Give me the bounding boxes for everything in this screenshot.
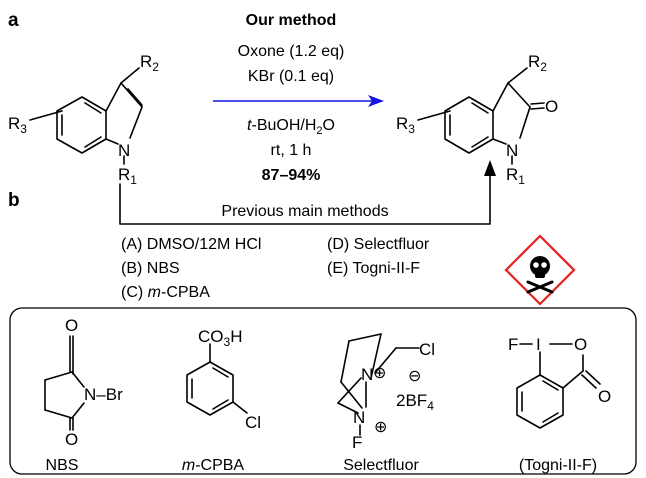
togni-structure: F I O O (Togni-II-F) xyxy=(508,335,611,474)
method-c: (C) m-CPBA xyxy=(121,284,210,301)
selectfluor-plus-bottom: ⊕ xyxy=(374,419,387,436)
method-e: (E) Togni-II-F xyxy=(327,260,420,277)
method-a: (A) DMSO/12M HCl xyxy=(121,236,261,253)
selectfluor-caption: Selectfluor xyxy=(343,457,419,474)
nbs-caption: NBS xyxy=(46,457,79,474)
mcpba-cl: Cl xyxy=(245,413,261,432)
nbs-o-bottom: O xyxy=(65,430,78,449)
selectfluor-cl: Cl xyxy=(419,340,435,359)
structures-box xyxy=(9,307,637,475)
selectfluor-structure: N ⊕ Cl ⊖ 2BF4 N ⊕ F Selectfluor xyxy=(337,333,435,474)
panel-label-a: a xyxy=(8,10,19,31)
selectfluor-plus-top: ⊕ xyxy=(373,365,386,382)
reaction-yield: 87–94% xyxy=(262,167,321,184)
reaction-conditions-temp-time: rt, 1 h xyxy=(271,142,312,159)
selectfluor-bf4: 2BF4 xyxy=(396,391,434,413)
oxindole-carbonyl-o: O xyxy=(545,97,558,116)
oxindole-r2: R2 xyxy=(528,52,547,74)
mcpba-structure: CO3H Cl m-CPBA xyxy=(182,327,261,474)
oxindole-r3: R3 xyxy=(396,114,415,136)
reaction-arrow-head xyxy=(368,95,384,107)
method-title: Our method xyxy=(246,12,337,29)
selectfluor-n-top: N xyxy=(361,365,373,384)
oxindole-structure: R2 R3 N O R1 xyxy=(396,52,558,187)
indole-r2: R2 xyxy=(140,52,159,74)
indole-r3: R3 xyxy=(8,114,27,136)
nbs-structure: O O N–Br NBS xyxy=(44,316,123,474)
selectfluor-n-bottom: N xyxy=(353,408,365,427)
selectfluor-minus: ⊖ xyxy=(408,368,421,385)
solvent: t-BuOH/H2O xyxy=(247,117,335,137)
mcpba-caption: m-CPBA xyxy=(182,457,245,474)
togni-o-carbonyl: O xyxy=(598,387,611,406)
togni-caption: (Togni-II-F) xyxy=(519,457,597,474)
selectfluor-f: F xyxy=(352,433,362,452)
indole-n: N xyxy=(118,141,130,160)
togni-o-ring: O xyxy=(574,335,587,354)
reagent-oxone: Oxone (1.2 eq) xyxy=(238,43,345,60)
nbs-n-br: N–Br xyxy=(84,385,123,404)
indole-structure: R2 R3 N R1 xyxy=(8,52,159,187)
previous-methods-title: Previous main methods xyxy=(221,203,388,220)
skull-crossbones-icon xyxy=(504,234,576,306)
oxindole-n: N xyxy=(506,141,518,160)
previous-methods-arrow: Previous main methods xyxy=(119,160,496,225)
nbs-o-top: O xyxy=(65,316,78,335)
reaction-conditions: Our method Oxone (1.2 eq) KBr (0.1 eq) t… xyxy=(213,12,384,184)
method-b: (B) NBS xyxy=(121,260,180,277)
indole-r1: R1 xyxy=(118,165,137,187)
reagent-kbr: KBr (0.1 eq) xyxy=(248,68,334,85)
oxindole-r1: R1 xyxy=(506,165,525,187)
panel-label-b: b xyxy=(8,190,20,211)
togni-f: F xyxy=(508,335,518,354)
mcpba-co3h: CO3H xyxy=(198,327,242,349)
previous-methods-list: (A) DMSO/12M HCl (B) NBS (C) m-CPBA (D) … xyxy=(121,236,430,301)
method-d: (D) Selectfluor xyxy=(327,236,430,253)
togni-i: I xyxy=(536,335,541,354)
